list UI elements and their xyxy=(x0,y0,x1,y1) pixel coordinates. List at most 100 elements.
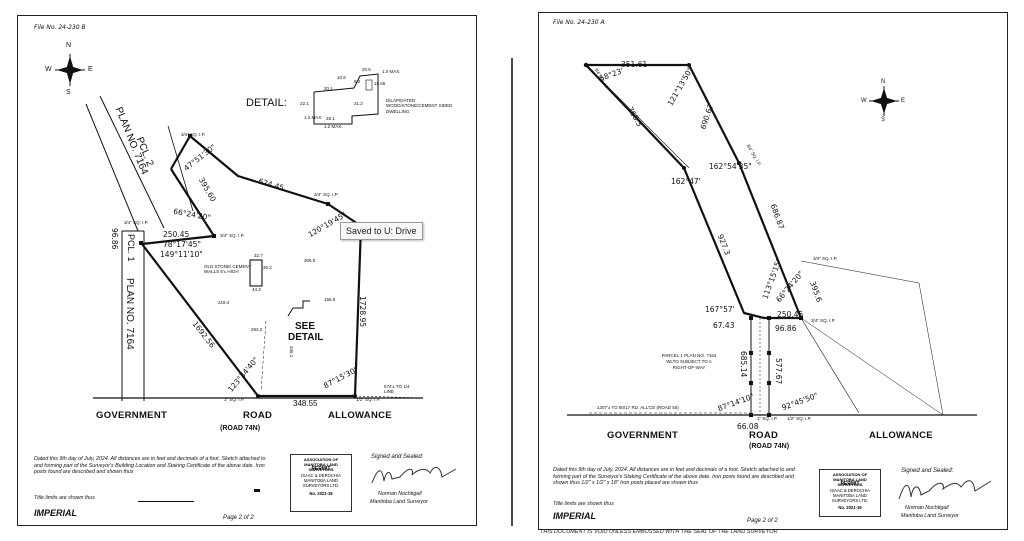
surveyor-name: Norman Nochtigall xyxy=(905,505,949,511)
permit-association: ASSOCIATION OF MANITOBA LAND SURVEYORS xyxy=(832,472,868,488)
road-label-allowance: ALLOWANCE xyxy=(869,430,933,441)
permit-title: PERMIT xyxy=(840,481,860,487)
iron-post-label: 3/4" SQ. I.P. xyxy=(811,318,836,323)
angle: 167°57' xyxy=(705,305,735,314)
road-number: (ROAD 74N) xyxy=(749,443,790,450)
iron-post-label: 1/2" SQ. I.P. xyxy=(356,397,381,402)
iron-post-label: 3/4" SQ. I.P. xyxy=(813,256,838,261)
survey-notes: Dated this 9th day of July, 2024. All di… xyxy=(34,456,266,476)
page-divider xyxy=(511,58,513,526)
compass-s: S xyxy=(881,117,886,123)
permit-title: PERMIT xyxy=(311,466,331,472)
detail-dim: 1.2 MAX. xyxy=(324,124,343,129)
offset: 293.2 xyxy=(251,327,263,332)
detail-dim: 1.2 MAX. xyxy=(304,115,323,120)
permit-stamp: ASSOCIATION OF MANITOBA LAND SURVEYORS P… xyxy=(290,454,352,512)
offset: 155.9 xyxy=(324,297,336,302)
angle: 78°17'45" xyxy=(163,240,201,249)
permit-number: No. 2021-19 xyxy=(309,490,333,496)
surveyor-role: Manitoba Land Surveyor xyxy=(370,499,428,505)
offset: 219.4 xyxy=(218,300,230,305)
walls-dim: 32.7 xyxy=(254,253,263,258)
units-label: IMPERIAL xyxy=(553,511,597,521)
detail-description: DILAPIDATED WOOD/STONE/CEMENT SIDED DWEL… xyxy=(386,98,453,114)
walls-dim: 44.3 xyxy=(252,287,261,292)
distance: 348.55 xyxy=(293,399,318,408)
survey-drawing-a xyxy=(567,62,977,417)
road-label-allowance: ALLOWANCE xyxy=(328,410,392,421)
saved-tooltip: Saved to U: Drive xyxy=(340,222,423,240)
surveyor-role: Manitoba Land Surveyor xyxy=(901,513,959,519)
detail-dim: 10.8 xyxy=(337,75,346,80)
signature xyxy=(898,480,992,500)
survey-sheet-a: File No. 24-230 A N S E W 351.61 58°23' … xyxy=(538,12,1008,530)
parcel-label: PARCEL 1 PLAN NO. 7164 WLTO SUBJECT TO A… xyxy=(661,353,717,370)
distance: 96.86 xyxy=(110,228,119,250)
detail-dim: 15.65 xyxy=(374,81,386,86)
compass-w: W xyxy=(45,66,52,73)
survey-notes: Dated this 9th day of July, 2024. All di… xyxy=(553,467,795,487)
distance: 577.67 xyxy=(774,358,783,385)
angle: 162°54'35" xyxy=(709,162,752,171)
void-notice: THIS DOCUMENT IS VOID UNLESS EMBOSSED WI… xyxy=(540,529,778,535)
road-label-government: GOVERNMENT xyxy=(96,410,168,421)
detail-dim: 20.1 xyxy=(324,86,333,91)
permit-association: ASSOCIATION OF MANITOBA LAND SURVEYORS xyxy=(303,457,339,473)
distance: 685.14 xyxy=(739,351,748,378)
compass-e: E xyxy=(88,66,93,73)
compass-e: E xyxy=(901,98,906,104)
compass-n: N xyxy=(66,42,72,49)
road-number: (ROAD 74N) xyxy=(220,425,261,432)
title-limits-note: Title limits are shown thus xyxy=(34,495,95,501)
distance: 96.86 xyxy=(775,324,797,333)
permit-firm: ISAAC & DEROCHIA MANITOBA LAND SURVEYORS… xyxy=(301,472,341,489)
compass-s: S xyxy=(66,89,71,96)
see-detail-label: SEE DETAIL xyxy=(288,321,324,343)
detail-dim: 8.2 xyxy=(354,79,361,84)
pcl1-label: PCL. 1 xyxy=(126,234,136,262)
compass-w: W xyxy=(861,98,867,104)
detail-dim: 1.0 MAX. xyxy=(382,69,401,74)
distance: 351.61 xyxy=(621,60,648,69)
detail-dim: 28.1 xyxy=(326,116,335,121)
angle: 162°47' xyxy=(671,177,701,186)
iron-post-symbol xyxy=(254,489,260,492)
iron-post-label: 3/4" SQ. I.P. xyxy=(314,192,339,197)
page-number: Page 2 of 2 xyxy=(223,515,254,521)
title-limit-line xyxy=(138,501,194,502)
road-label-government: GOVERNMENT xyxy=(607,430,679,441)
road-label-road: ROAD xyxy=(243,410,273,421)
signed-label: Signed and Sealed: xyxy=(901,468,954,474)
units-label: IMPERIAL xyxy=(34,508,78,518)
permit-firm: ISAAC & DEROCHIA MANITOBA LAND SURVEYORS… xyxy=(830,487,870,504)
iron-post-label: 1/2" SQ. I.P. xyxy=(787,416,812,421)
iron-post-label: 3/4" SQ. I.P. xyxy=(181,132,206,137)
survey-sheet-b: File No. 24-230 B N S E W PCL. 2 PLAN NO… xyxy=(17,15,477,526)
detail-dim: 22.1 xyxy=(300,101,309,106)
detail-title: DETAIL: xyxy=(246,97,287,109)
iron-post-label: 3/4" SQ. I.P. xyxy=(124,220,149,225)
distance: 250.45 xyxy=(163,230,190,239)
title-limits-note: Title limits are shown thus xyxy=(553,501,614,507)
walls-dim: 30.2 xyxy=(263,265,272,270)
distance: 1728.95 xyxy=(358,296,367,328)
page-number: Page 2 of 2 xyxy=(747,518,778,524)
walls-label: OLD STONE/ CEMENT WALLS 6'± HIGH xyxy=(204,264,252,275)
distance: 66.08 xyxy=(737,422,759,431)
iron-post-label: 3/4" SQ. I.P. xyxy=(220,233,245,238)
permit-number: No. 2021-19 xyxy=(838,504,862,510)
file-number: File No. 24-230 B xyxy=(34,24,86,31)
plan-label-lower: PLAN NO. 7164 xyxy=(124,278,135,350)
signed-label: Signed and Sealed: xyxy=(371,454,424,460)
signature xyxy=(371,467,457,484)
survey-drawing-b xyxy=(55,54,424,401)
detail-dim: 21.2 xyxy=(354,101,363,106)
road-label-road: ROAD xyxy=(749,430,779,441)
compass-n: N xyxy=(881,79,886,85)
detail-dim: 20.5 xyxy=(362,67,371,72)
distance: 250.45 xyxy=(777,310,804,319)
permit-stamp: ASSOCIATION OF MANITOBA LAND SURVEYORS P… xyxy=(819,469,881,517)
distance: 67.43 xyxy=(713,321,735,330)
iron-post-label: 1" SQ. I.P. xyxy=(757,416,778,421)
iron-post-label: 1" SQ. I.P. xyxy=(224,397,245,402)
